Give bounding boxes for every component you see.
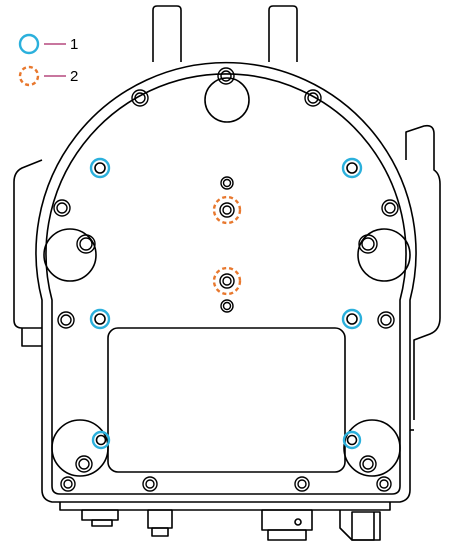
callout-type-1-holes [89,157,363,450]
cyan-marked-hole [89,157,111,179]
screw-hole [57,311,75,329]
screw-hole [142,476,158,492]
screw-hole [219,202,235,218]
screw-hole [377,311,395,329]
cyan-marked-hole [341,157,363,179]
screw-hole [75,455,93,473]
screw-hole [60,476,76,492]
screw-hole [131,89,149,107]
screw-hole [359,455,377,473]
legend-marker-2 [18,65,40,87]
legend [18,33,66,87]
orange-dashed-marker [212,195,242,225]
top-handle-right [268,5,298,62]
legend-label-1: 1 [70,36,79,53]
bottom-connectors [59,502,391,541]
legend-label-2: 2 [70,68,79,85]
screw-hole [294,476,310,492]
housing-outline [35,61,417,503]
cyan-marked-hole [342,430,362,450]
orange-dashed-marker [212,266,242,296]
housing-inner-outline [45,73,407,495]
screw-hole [220,176,234,190]
cyan-marked-hole [89,308,111,330]
legend-marker-1 [18,33,40,55]
screw-hole [358,234,378,254]
screw-hole [304,89,322,107]
screw-hole [76,234,96,254]
side-boss-right [357,228,411,282]
callout-type-2-markers [212,195,242,296]
screw-holes [53,67,399,492]
side-boss-left [43,228,97,282]
cyan-marked-hole [91,430,111,450]
screw-hole [376,476,392,492]
cyan-marked-hole [341,308,363,330]
screw-hole [217,67,235,85]
screw-hole [53,199,71,217]
bottom-boss-right [343,419,401,477]
top-boss [204,77,250,123]
side-bracket-left [13,159,43,347]
bottom-panel [107,327,346,473]
screw-hole [219,273,235,289]
top-handle-left [152,5,182,62]
screw-hole [381,199,399,217]
screw-hole [220,299,234,313]
